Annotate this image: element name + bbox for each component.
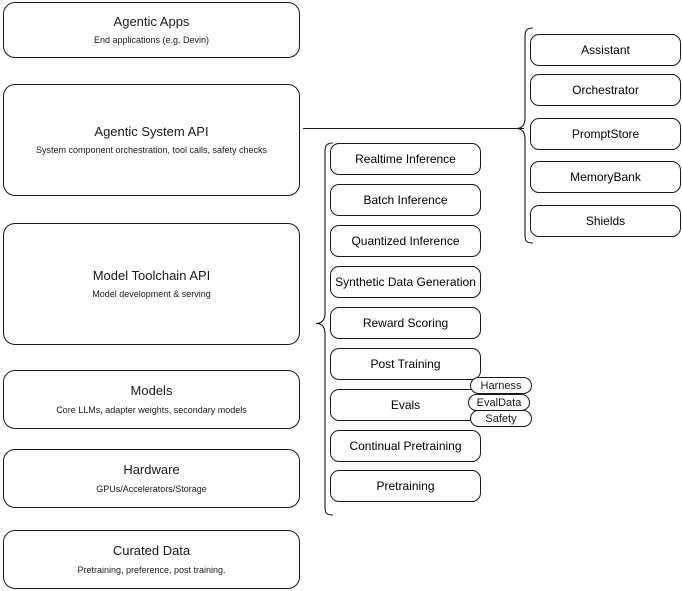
- evals-subcomponent-evaldata[interactable]: EvalData: [468, 394, 530, 411]
- capability-pretraining[interactable]: Pretraining: [330, 470, 481, 502]
- capability-continual-pretraining[interactable]: Continual Pretraining: [330, 430, 481, 462]
- capability-label: Reward Scoring: [362, 315, 449, 330]
- agentic-component-orchestrator[interactable]: Orchestrator: [530, 74, 681, 106]
- agentic-component-label: PromptStore: [571, 126, 640, 141]
- capability-label: Quantized Inference: [351, 233, 460, 248]
- capability-label: Evals: [390, 397, 421, 412]
- capability-synthetic-data-generation[interactable]: Synthetic Data Generation: [330, 266, 481, 298]
- layer-subtitle: Pretraining, preference, post training.: [77, 564, 226, 575]
- layer-subtitle: Core LLMs, adapter weights, secondary mo…: [56, 404, 247, 415]
- layer-subtitle: System component orchestration, tool cal…: [35, 145, 268, 155]
- agentic-component-assistant[interactable]: Assistant: [530, 34, 681, 66]
- evals-subcomponent-safety[interactable]: Safety: [470, 410, 532, 427]
- layer-curated-data[interactable]: Curated Data Pretraining, preference, po…: [3, 530, 300, 589]
- agentic-component-label: Assistant: [581, 42, 630, 57]
- agentic-component-label: MemoryBank: [570, 169, 641, 184]
- evals-subcomponent-label: Harness: [480, 379, 522, 392]
- layer-subtitle: End applications (e.g. Devin): [93, 35, 210, 45]
- agentic-component-label: Orchestrator: [572, 82, 639, 97]
- capability-post-training[interactable]: Post Training: [330, 348, 481, 380]
- layer-title: Agentic Apps: [113, 13, 190, 29]
- layer-title: Model Toolchain API: [92, 267, 211, 283]
- capability-label: Synthetic Data Generation: [335, 274, 476, 289]
- agentic-component-label: Shields: [585, 213, 626, 228]
- evals-subcomponent-label: EvalData: [476, 396, 522, 409]
- capability-label: Realtime Inference: [355, 151, 456, 166]
- agentic-component-memorybank[interactable]: MemoryBank: [530, 161, 681, 193]
- capability-label: Batch Inference: [363, 192, 448, 207]
- layer-hardware[interactable]: Hardware GPUs/Accelerators/Storage: [3, 449, 300, 508]
- layer-agentic-apps[interactable]: Agentic Apps End applications (e.g. Devi…: [3, 2, 300, 58]
- agentic-component-promptstore[interactable]: PromptStore: [530, 118, 681, 150]
- capability-evals[interactable]: Evals: [330, 389, 481, 421]
- capability-quantized-inference[interactable]: Quantized Inference: [330, 225, 481, 257]
- layer-models[interactable]: Models Core LLMs, adapter weights, secon…: [3, 370, 300, 429]
- layer-subtitle: Model development & serving: [92, 289, 211, 299]
- agentic-component-shields[interactable]: Shields: [530, 205, 681, 237]
- capability-batch-inference[interactable]: Batch Inference: [330, 184, 481, 216]
- capability-realtime-inference[interactable]: Realtime Inference: [330, 143, 481, 175]
- layer-title: Hardware: [123, 462, 180, 478]
- layer-agentic-system-api[interactable]: Agentic System API System component orch…: [3, 84, 300, 196]
- capability-label: Continual Pretraining: [349, 438, 462, 453]
- capability-label: Pretraining: [376, 478, 435, 493]
- evals-subcomponent-label: Safety: [485, 412, 517, 425]
- layer-title: Curated Data: [112, 543, 191, 559]
- layer-title: Agentic System API: [94, 123, 209, 139]
- layer-model-toolchain-api[interactable]: Model Toolchain API Model development & …: [3, 223, 300, 345]
- layer-title: Models: [130, 383, 173, 399]
- layer-subtitle: GPUs/Accelerators/Storage: [96, 483, 207, 494]
- capability-label: Post Training: [370, 356, 441, 371]
- evals-subcomponent-harness[interactable]: Harness: [470, 377, 532, 394]
- capability-reward-scoring[interactable]: Reward Scoring: [330, 307, 481, 339]
